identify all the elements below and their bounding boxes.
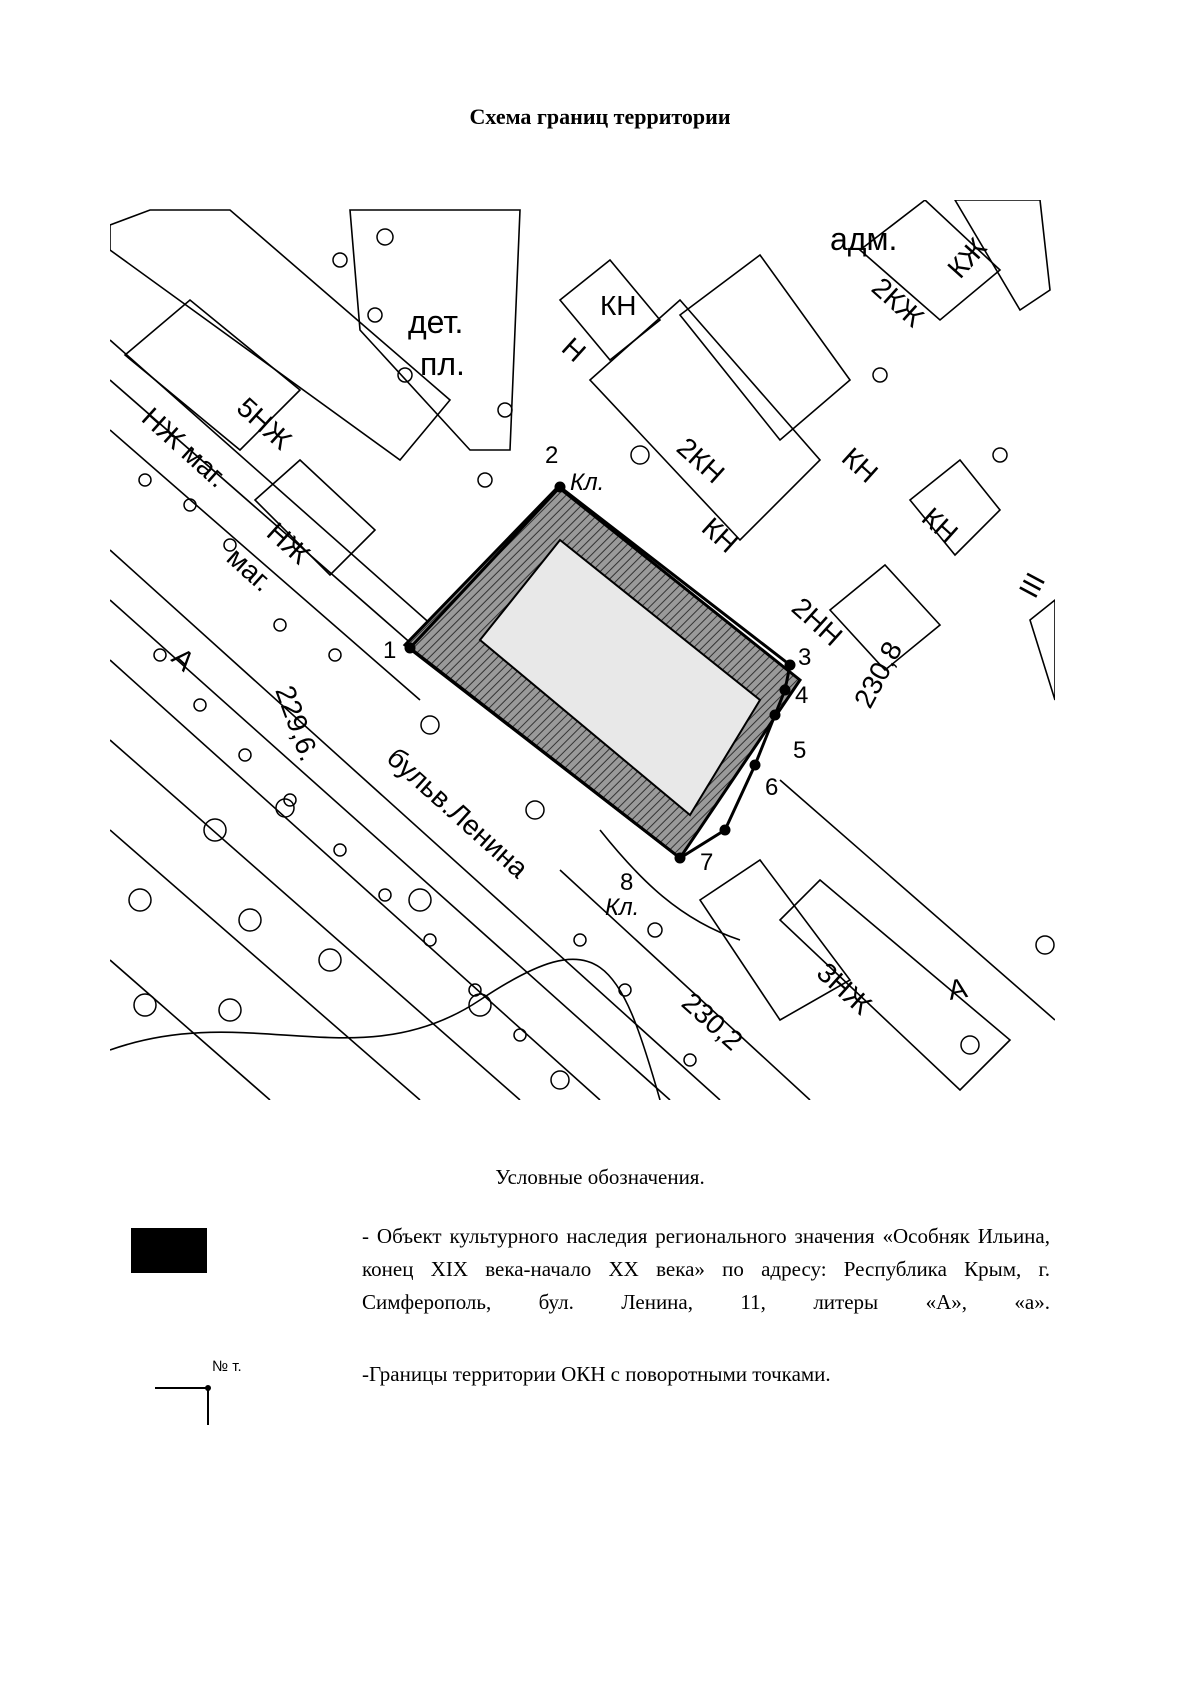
turning-point-5: 5 [793,737,806,764]
turning-point-4: 4 [795,682,808,709]
boundary-line [404,481,796,864]
turning-point-3: 3 [798,644,811,671]
turning-point-1: 1 [383,637,396,664]
pole-symbols [138,473,697,1067]
legend-boundary-symbol [155,1385,211,1425]
map-label-kn-2: КН [696,511,744,558]
map-label-elev-229: 229,6. [269,681,325,765]
turning-point-2: 2 [545,442,558,469]
map-label-5nzh: 5НЖ [231,391,298,455]
tree-symbols [128,228,1055,1090]
legend-swatch-heritage-object [131,1228,207,1273]
map-label-kn-4: КН [916,501,964,548]
turning-point-7: 7 [700,849,713,876]
turning-point-6: 6 [765,774,778,801]
map-label-2kzh: 2КЖ [866,271,930,333]
map-label-iii: III [1013,568,1051,603]
map-label-det: дет. [408,304,463,340]
map-label-nzh: НЖ [261,516,316,570]
utility-line [110,958,661,1100]
legend-item-boundary: -Границы территории ОКН с поворотными то… [362,1362,831,1386]
map-label-3nzh: 3НЖ [811,956,878,1020]
map-label-kl-bottom: Кл. [605,894,639,921]
legend-item-heritage-object: - Объект культурного наследия региональн… [362,1224,1050,1314]
map-label-a-2: А [946,972,970,1006]
page-title: Схема границ территории [469,104,731,129]
map-label-adm: адм. [830,221,897,257]
turning-point-8: 8 [620,869,633,896]
legend-point-number-label: № т. [212,1358,242,1375]
map-label-kn-1: КН [600,290,637,321]
path-line [599,829,741,941]
map-label-kn-3: КН [836,441,884,488]
map-label-kzh: КЖ [941,232,992,284]
map-label-pl: пл. [420,346,465,382]
map-label-2nn: 2НН [786,591,848,652]
map-label-kl-top: Кл. [570,469,604,496]
map-label-n: Н [556,331,592,368]
map-label-elev-230-8: 230,8 [848,636,908,712]
legend-title: Условные обозначения. [495,1165,705,1189]
site-plan-map: дет. пл. адм. КН 5НЖ НЖ маг. маг. НЖ бул… [110,200,1055,1100]
street-lines [110,339,1055,1100]
map-label-elev-230-2: 230,2 [676,986,749,1056]
map-label-mag: маг. [221,541,278,597]
map-label-2kn: 2КН [671,431,730,489]
map-label-a-1: А [166,641,201,677]
building-outlines [110,200,1055,1092]
